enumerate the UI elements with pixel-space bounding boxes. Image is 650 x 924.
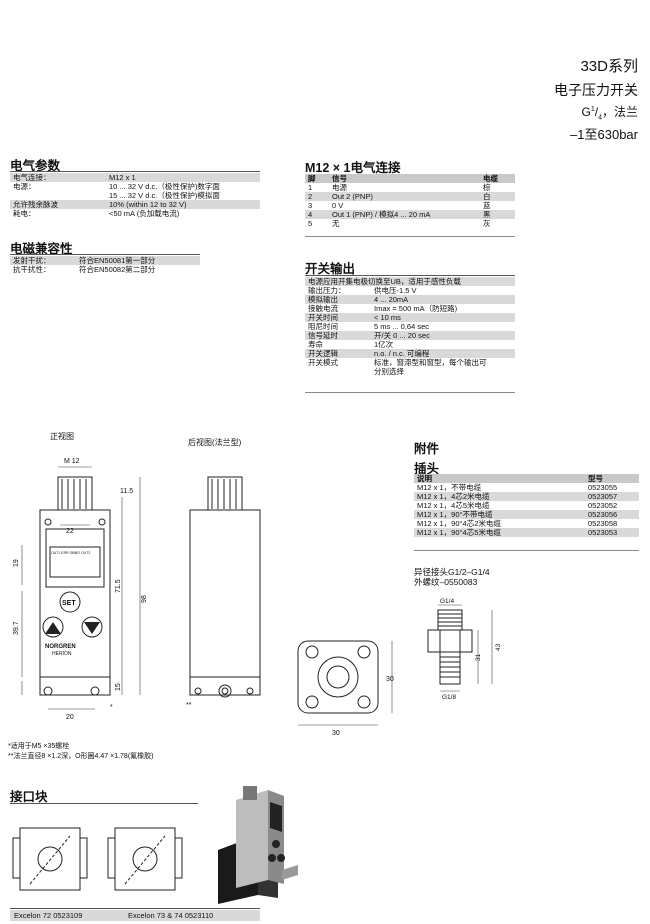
up-arrow-icon [45, 622, 61, 634]
footnote-marker-1: * [110, 704, 113, 711]
block-caption-bar: Excelon 72 0523109 Excelon 73 & 74 05231… [10, 910, 260, 921]
brand-norgren: NORGREN [45, 644, 76, 650]
emc-heading: 电磁兼容性 [10, 242, 73, 256]
electrical-heading: 电气参数 [10, 159, 61, 173]
m12-rule [305, 236, 515, 237]
note-2: **法兰直径8 ×1.2深，O形圈4.47 ×1.78(氟橡胶) [8, 753, 154, 760]
adapter-text: 异径接头G1/2–G1/4 外螺纹–0550083 [414, 567, 490, 587]
dim-98: 98 [141, 595, 148, 603]
port-block-drawings [12, 827, 183, 891]
switch-heading: 开关输出 [305, 262, 356, 276]
adapter-drawing: G1/4 G1/8 31 43 [427, 598, 502, 701]
switch-bottom-rule [305, 392, 515, 393]
dim-43: 43 [495, 643, 502, 651]
adapter-upper-thread [437, 609, 463, 631]
rear-view-label: 后视图(法兰型) [188, 438, 242, 447]
drawing-notes: *适用于M5 ×35螺栓 **法兰直径8 ×1.2深，O形圈4.47 ×1.78… [8, 742, 154, 762]
series-title: 33D系列 [580, 58, 638, 75]
front-connector [57, 476, 93, 511]
down-arrow-icon [84, 622, 100, 634]
caption-rule [10, 908, 260, 909]
emc-rule [10, 254, 200, 255]
switch-rule [305, 275, 515, 276]
dim-71-5: 71.5 [115, 579, 122, 593]
dim-22: 22 [66, 528, 74, 535]
pressure-range: –1至630bar [570, 127, 638, 142]
dim-g18: G1/8 [442, 694, 456, 701]
adapter-lower-thread [439, 651, 461, 685]
block-rule [10, 803, 260, 804]
up-button [42, 616, 64, 638]
thread-spec: G1/4，法兰 [581, 105, 638, 122]
block-73-outline [114, 827, 176, 891]
dim-11-5: 11.5 [120, 488, 133, 495]
dim-20: 20 [66, 714, 74, 721]
adapter-hex [427, 629, 473, 653]
product-title: 电子压力开关 [554, 82, 638, 98]
brand-herion: HERION [52, 651, 72, 657]
set-label: SET [62, 600, 76, 607]
dim-g14: G1/4 [440, 598, 454, 605]
footnote-marker-2: ** [186, 702, 192, 709]
dim-m12: M 12 [64, 458, 80, 465]
front-view-label: 正视图 [50, 432, 74, 441]
plug-subheading: 插头 [414, 462, 440, 476]
caption-excelon-72: Excelon 72 0523109 [14, 911, 83, 920]
electrical-table: 电气连接：M12 x 1 电源：10 ... 32 V d.c.（极性保护)数字… [10, 173, 260, 218]
lcd-legend: OUT1 ERR SMBO OUT2 [51, 551, 90, 555]
accessories-rule [414, 550, 639, 551]
product-photo [198, 780, 313, 905]
down-button [81, 616, 103, 638]
electrical-rule [10, 171, 260, 172]
dim-31: 31 [475, 653, 482, 661]
lcd-screen [49, 546, 101, 578]
flange-outline [297, 640, 379, 714]
block-heading: 接口块 [10, 790, 48, 804]
dimension-drawings: M 12 11.5 22 19 71.5 98 39.7 15 20 30 30… [13, 458, 394, 737]
m12-heading: M12 × 1电气连接 [305, 161, 401, 175]
caption-excelon-73-74: Excelon 73 & 74 0523110 [128, 911, 214, 920]
block-72-outline [19, 827, 81, 891]
dim-19: 19 [13, 559, 20, 567]
dim-30-vertical: 30 [386, 676, 394, 683]
front-display-area [45, 528, 105, 588]
set-button [59, 591, 81, 613]
accessories-heading: 附件 [414, 442, 440, 456]
dim-30-horizontal: 30 [332, 730, 340, 737]
rear-body-outline [189, 509, 261, 696]
switch-table: 电源应用开集电极切换至UB，适用于感性负载 输出压力：供电压-1.5 V 模拟输… [305, 277, 515, 376]
dim-39-7: 39.7 [13, 621, 20, 635]
emc-table: 发射干扰：符合EN50081第一部分 抗干扰性：符合EN50082第二部分 [10, 256, 200, 274]
rear-connector [207, 476, 243, 511]
dim-15: 15 [115, 683, 122, 691]
note-1: *适用于M5 ×35螺栓 [8, 743, 70, 750]
